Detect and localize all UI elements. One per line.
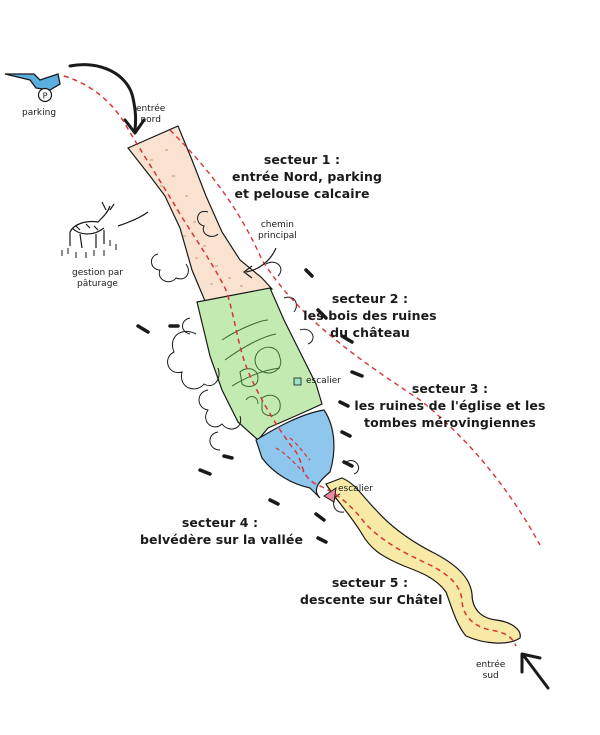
escalier-label-2: escalier	[338, 484, 373, 494]
parking-icon	[37, 87, 53, 103]
stair-marker-green	[293, 377, 302, 386]
chemin-arrowhead	[243, 265, 253, 279]
entry-arrowhead-north	[123, 118, 146, 135]
parking-area	[4, 73, 61, 91]
entry-arrow-north	[68, 63, 138, 132]
entry-arrow-south	[522, 654, 550, 690]
parking-label: parking	[22, 108, 57, 118]
sector-4-path	[275, 437, 311, 473]
parking-symbol: P	[43, 92, 48, 101]
sector-4-label: secteur 4 :belvédère sur la vallée	[140, 515, 304, 547]
entry-arrowhead-south	[520, 652, 542, 674]
goat-icon	[69, 201, 115, 249]
sector-2-woods	[221, 319, 282, 417]
sector-4-zone	[255, 409, 335, 499]
sector-2-zone	[196, 287, 323, 441]
tree-clusters	[151, 210, 359, 513]
main-path	[63, 75, 517, 647]
sector-3-label: secteur 3 :les ruines de l'église et les…	[354, 381, 546, 430]
sector-boundary-dashes	[136, 268, 364, 544]
gestion-arrow	[117, 211, 149, 227]
stair-marker-pink	[323, 486, 337, 503]
grass-tufts	[61, 240, 117, 258]
sector-5-zone	[325, 477, 521, 644]
secondary-path	[169, 129, 541, 546]
escalier-label-1: escalier	[306, 376, 341, 386]
chemin-arrow	[245, 247, 277, 273]
sector-1-zone	[127, 125, 274, 302]
sector-5-label: secteur 5 :descente sur Châtel	[300, 575, 443, 607]
